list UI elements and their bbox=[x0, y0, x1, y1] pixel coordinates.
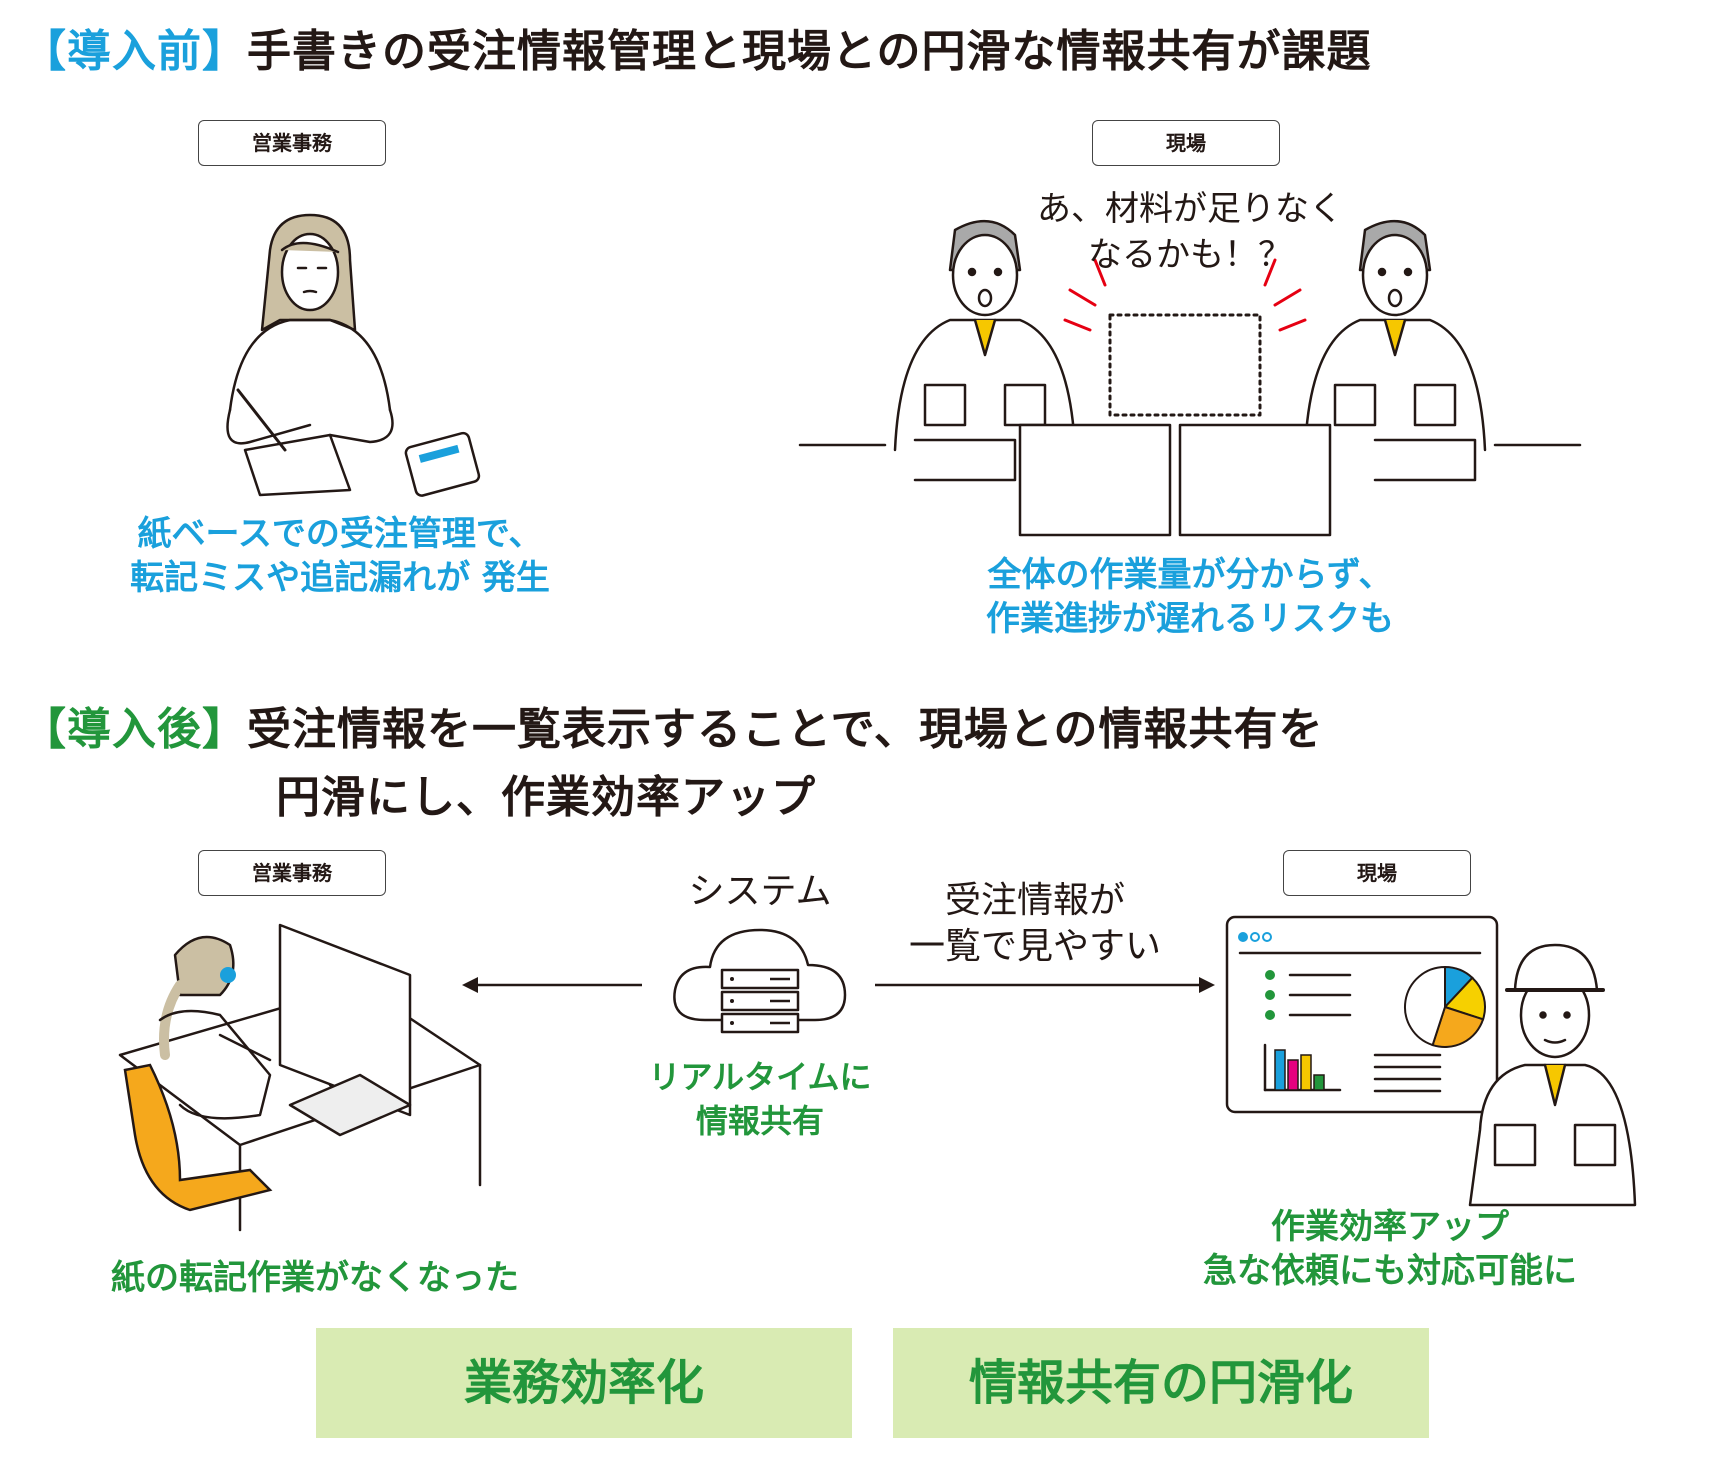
arrow-caption-line: 受注情報が bbox=[944, 880, 1125, 921]
after-title-line-2: 円滑にし、作業効率アップ bbox=[276, 772, 816, 823]
office-worker-writing-illustration bbox=[226, 213, 481, 497]
site-worker-speech: あ、材料が足りなく なるかも！？ bbox=[1020, 186, 1360, 278]
after-office-label: 営業事務 bbox=[198, 850, 386, 896]
before-tag: 【導入前】 bbox=[22, 26, 247, 77]
cloud-server-icon bbox=[673, 928, 847, 1034]
arrow-caption: 受注情報が 一覧で見やすい bbox=[880, 878, 1190, 970]
before-office-caption: 紙ベースでの受注管理で、 転記ミスや追記漏れが 発生 bbox=[60, 512, 620, 600]
before-site-caption: 全体の作業量が分からず、 作業進捗が遅れるリスクも bbox=[910, 553, 1470, 641]
site-workers-illustration bbox=[798, 219, 1582, 537]
speech-line: あ、材料が足りなく bbox=[1037, 189, 1343, 229]
after-heading: 【導入後】受注情報を一覧表示することで、現場との情報共有を bbox=[22, 700, 1323, 760]
caption-line: 転記ミスや追記漏れが 発生 bbox=[130, 558, 550, 598]
before-office-label: 営業事務 bbox=[198, 120, 386, 166]
dashboard-worker-illustration bbox=[1225, 915, 1637, 1207]
caption-line: 情報共有 bbox=[695, 1102, 824, 1140]
after-tag: 【導入後】 bbox=[22, 704, 247, 755]
system-label: システム bbox=[688, 871, 832, 912]
caption-line: 作業効率アップ bbox=[1271, 1207, 1509, 1247]
caption-line: 急な依頼にも対応可能に bbox=[1203, 1251, 1577, 1291]
arrow-right-icon bbox=[875, 977, 1215, 993]
before-heading: 【導入前】手書きの受注情報管理と現場との円滑な情報共有が課題 bbox=[22, 22, 1372, 82]
system-caption: リアルタイムに 情報共有 bbox=[620, 1055, 900, 1143]
result-box-info-sharing: 情報共有の円滑化 bbox=[893, 1328, 1429, 1438]
dashboard-pie-chart bbox=[1404, 965, 1486, 1048]
caption-line: リアルタイムに bbox=[648, 1058, 872, 1096]
office-worker-computer-illustration bbox=[118, 923, 482, 1232]
caption-line: 紙ベースでの受注管理で、 bbox=[137, 514, 543, 554]
after-site-label: 現場 bbox=[1283, 850, 1471, 896]
after-title-line-1: 受注情報を一覧表示することで、現場との情報共有を bbox=[247, 704, 1324, 755]
before-title: 手書きの受注情報管理と現場との円滑な情報共有が課題 bbox=[247, 26, 1372, 77]
after-office-caption: 紙の転記作業がなくなった bbox=[111, 1258, 519, 1298]
speech-line: なるかも！？ bbox=[1088, 235, 1292, 275]
result-box-business-efficiency: 業務効率化 bbox=[316, 1328, 852, 1438]
arrow-left-icon bbox=[462, 977, 642, 993]
after-site-caption: 作業効率アップ 急な依頼にも対応可能に bbox=[1130, 1205, 1650, 1293]
caption-line: 全体の作業量が分からず、 bbox=[987, 555, 1393, 595]
before-site-label: 現場 bbox=[1092, 120, 1280, 166]
pie-slice-2 bbox=[1431, 1005, 1485, 1048]
pie-slice-3 bbox=[1404, 965, 1446, 1047]
arrow-caption-line: 一覧で見やすい bbox=[908, 926, 1161, 967]
caption-line: 作業進捗が遅れるリスクも bbox=[986, 599, 1394, 639]
